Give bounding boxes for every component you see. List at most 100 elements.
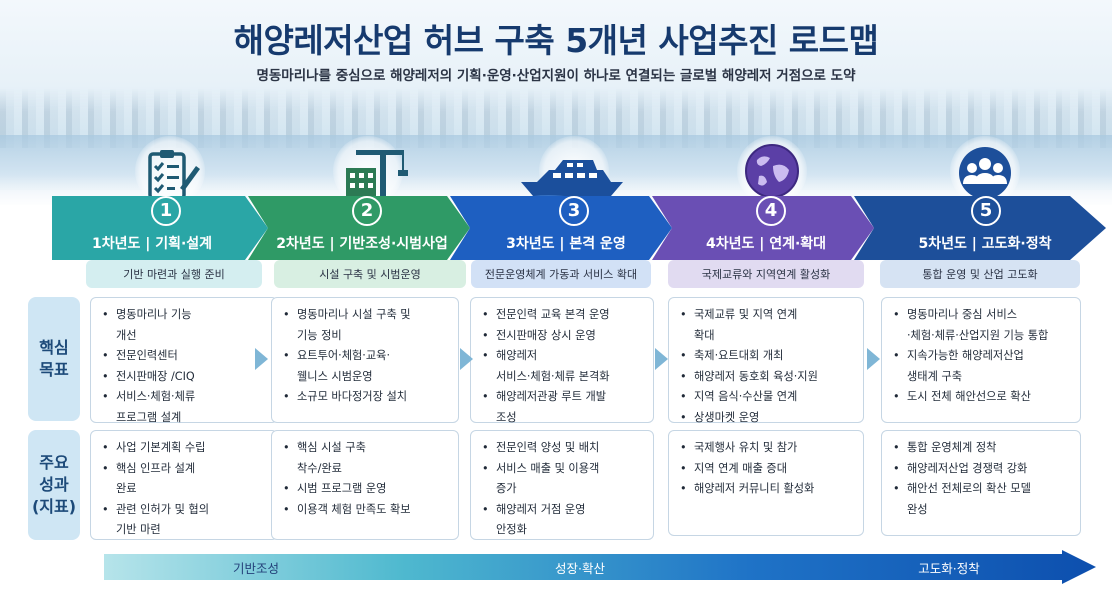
list-item: 전문인력 양성 및 배치	[481, 438, 645, 459]
timeline-label-2: 성장·확산	[555, 561, 605, 576]
icon-slot-1	[115, 130, 225, 206]
phase-1: 1 1차년도 | 기획·설계	[52, 196, 268, 260]
list-item: 소규모 바다정거장 설치	[282, 387, 450, 408]
phase-1-arrow	[52, 196, 268, 260]
row-label-outcomes: 주요 성과 (지표)	[28, 430, 80, 540]
outcomes-card-4: 국제행사 유치 및 참가지역 연계 매출 증대해양레저 커뮤니티 활성화	[668, 430, 864, 536]
goals-list-4: 국제교류 및 지역 연계 확대축제·요트대회 개최해양레저 동호회 육성·지원지…	[679, 305, 855, 428]
phase-2-banner: 시설 구축 및 시범운영	[274, 260, 466, 288]
list-item: 요트투어·체험·교육· 웰니스 시범운영	[282, 346, 450, 387]
list-item: 핵심 시설 구축 착수/완료	[282, 438, 450, 479]
list-item: 시범 프로그램 운영	[282, 479, 450, 500]
phase-2-number: 2	[352, 196, 382, 226]
phase-3-arrow	[450, 196, 672, 260]
phase-4-banner: 국제교류와 지역연계 활성화	[668, 260, 864, 288]
outcomes-list-3: 전문인력 양성 및 배치서비스 매출 및 이용객 증가해양레저 거점 운영 안정…	[481, 438, 645, 541]
outcomes-list-5: 통합 운영체계 정착해양레저산업 경쟁력 강화해안선 전체로의 확산 모델 완성	[892, 438, 1072, 520]
goals-list-2: 명동마리나 시설 구축 및 기능 정비요트투어·체험·교육· 웰니스 시범운영소…	[282, 305, 450, 408]
phase-4-title: 4차년도 | 연계·확대	[705, 236, 827, 252]
outcomes-card-3: 전문인력 양성 및 배치서비스 매출 및 이용객 증가해양레저 거점 운영 안정…	[470, 430, 654, 540]
goals-card-5: 명동마리나 중심 서비스 ·체험·체류·산업지원 기능 통합지속가능한 해양레저…	[881, 297, 1081, 423]
list-item: 상생마켓 운영	[679, 408, 855, 429]
list-item: 전시판매장 상시 운영	[481, 326, 645, 347]
list-item: 도시 전체 해안선으로 확산	[892, 387, 1072, 408]
phase-1-title: 1차년도 | 기획·설계	[91, 236, 213, 252]
goals-card-1: 명동마리나 기능 개선전문인력센터전시판매장 /CIQ서비스·체험·체류 프로그…	[90, 297, 278, 424]
phase-2-arrow	[248, 196, 470, 260]
list-item: 해양레저산업 경쟁력 강화	[892, 459, 1072, 480]
phase-2-title: 2차년도 | 기반조성·시범사업	[276, 236, 448, 252]
icon-slot-5	[930, 130, 1040, 206]
timeline-label-3: 고도화·정착	[918, 561, 980, 576]
list-item: 서비스 매출 및 이용객 증가	[481, 459, 645, 500]
list-item: 해양레저관광 루트 개발 조성	[481, 387, 645, 428]
phase-4-arrow	[652, 196, 874, 260]
outcomes-card-5: 통합 운영체계 정착해양레저산업 경쟁력 강화해안선 전체로의 확산 모델 완성	[881, 430, 1081, 536]
timeline-arrow-shape	[104, 550, 1096, 584]
outcomes-list-4: 국제행사 유치 및 참가지역 연계 매출 증대해양레저 커뮤니티 활성화	[679, 438, 855, 500]
timeline-label-1: 기반조성	[232, 561, 279, 576]
list-item: 서비스·체험·체류 프로그램 설계	[101, 387, 269, 428]
row-label-goals: 핵심 목표	[28, 297, 80, 421]
phase-3-number: 3	[559, 196, 589, 226]
icon-slot-3	[519, 130, 629, 206]
list-item: 해양레저 커뮤니티 활성화	[679, 479, 855, 500]
chevron-right-icon	[460, 348, 473, 370]
list-item: 사업 기본계획 수립	[101, 438, 269, 459]
globe-icon	[745, 144, 799, 198]
people-group-icon	[959, 147, 1011, 199]
phase-3-title: 3차년도 | 본격 운영	[506, 236, 626, 252]
phase-1-number: 1	[151, 196, 181, 226]
list-item: 지속가능한 해양레저산업 생태계 구축	[892, 346, 1072, 387]
list-item: 핵심 인프라 설계 완료	[101, 459, 269, 500]
list-item: 명동마리나 기능 개선	[101, 305, 269, 346]
phase-5: 5 5차년도 | 고도화·정착	[854, 196, 1108, 260]
goals-card-4: 국제교류 및 지역 연계 확대축제·요트대회 개최해양레저 동호회 육성·지원지…	[668, 297, 864, 428]
chevron-right-icon	[255, 348, 268, 370]
outcomes-list-1: 사업 기본계획 수립핵심 인프라 설계 완료관련 인허가 및 협의 기반 마련	[101, 438, 269, 541]
goals-card-3: 전문인력 교육 본격 운영전시판매장 상시 운영해양레저 서비스·체험·체류 본…	[470, 297, 654, 424]
outcomes-list-2: 핵심 시설 구축 착수/완료시범 프로그램 운영이용객 체험 만족도 확보	[282, 438, 450, 520]
outcomes-card-2: 핵심 시설 구축 착수/완료시범 프로그램 운영이용객 체험 만족도 확보	[271, 430, 459, 540]
goals-card-2: 명동마리나 시설 구축 및 기능 정비요트투어·체험·교육· 웰니스 시범운영소…	[271, 297, 459, 423]
list-item: 명동마리나 중심 서비스 ·체험·체류·산업지원 기능 통합	[892, 305, 1072, 346]
list-item: 해양레저 서비스·체험·체류 본격화	[481, 346, 645, 387]
list-item: 전시판매장 /CIQ	[101, 367, 269, 388]
list-item: 관련 인허가 및 협의 기반 마련	[101, 500, 269, 541]
list-item: 이용객 체험 만족도 확보	[282, 500, 450, 521]
phase-2: 2 2차년도 | 기반조성·시범사업	[248, 196, 470, 260]
icon-slot-2	[313, 130, 423, 206]
goals-list-1: 명동마리나 기능 개선전문인력센터전시판매장 /CIQ서비스·체험·체류 프로그…	[101, 305, 269, 428]
page-subtitle: 명동마리나를 중심으로 해양레저의 기획·운영·산업지원이 하나로 연결되는 글…	[256, 68, 856, 84]
list-item: 지역 음식·수산물 연계	[679, 387, 855, 408]
list-item: 지역 연계 매출 증대	[679, 459, 855, 480]
list-item: 해양레저 동호회 육성·지원	[679, 367, 855, 388]
list-item: 명동마리나 시설 구축 및 기능 정비	[282, 305, 450, 346]
phase-1-banner: 기반 마련과 실행 준비	[86, 260, 262, 288]
crane-building-icon	[346, 150, 408, 199]
list-item: 전문인력센터	[101, 346, 269, 367]
timeline-arrow: 기반조성 성장·확산 고도화·정착	[104, 550, 1104, 584]
clipboard-checklist-icon	[148, 150, 200, 200]
goals-list-5: 명동마리나 중심 서비스 ·체험·체류·산업지원 기능 통합지속가능한 해양레저…	[892, 305, 1072, 408]
page-title: 해양레저산업 허브 구축 5개년 사업추진 로드맵	[233, 21, 879, 60]
phase-5-number: 5	[971, 196, 1001, 226]
phase-3: 3 3차년도 | 본격 운영	[450, 196, 672, 260]
list-item: 전문인력 교육 본격 운영	[481, 305, 645, 326]
phase-5-title: 5차년도 | 고도화·정착	[918, 236, 1052, 252]
list-item: 축제·요트대회 개최	[679, 346, 855, 367]
outcomes-card-1: 사업 기본계획 수립핵심 인프라 설계 완료관련 인허가 및 협의 기반 마련	[90, 430, 278, 540]
phase-5-arrow	[854, 196, 1106, 260]
phase-3-banner: 전문운영체계 가동과 서비스 확대	[471, 260, 651, 288]
list-item: 국제행사 유치 및 참가	[679, 438, 855, 459]
list-item: 해안선 전체로의 확산 모델 완성	[892, 479, 1072, 520]
list-item: 통합 운영체계 정착	[892, 438, 1072, 459]
chevron-right-icon	[867, 348, 880, 370]
icon-slot-4	[717, 130, 827, 206]
goals-list-3: 전문인력 교육 본격 운영전시판매장 상시 운영해양레저 서비스·체험·체류 본…	[481, 305, 645, 428]
phase-5-banner: 통합 운영 및 산업 고도화	[880, 260, 1080, 288]
chevron-right-icon	[655, 348, 668, 370]
list-item: 국제교류 및 지역 연계 확대	[679, 305, 855, 346]
yacht-icon	[519, 160, 629, 200]
phase-4: 4 4차년도 | 연계·확대	[652, 196, 874, 260]
